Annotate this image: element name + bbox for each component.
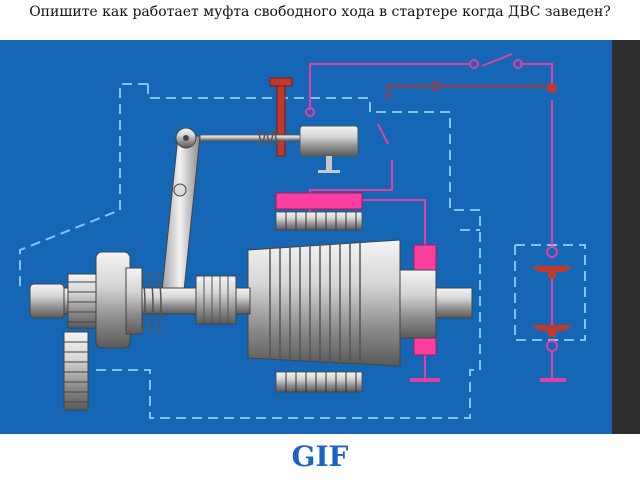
upper-ribs	[275, 211, 363, 231]
ground-bar-right	[540, 378, 566, 382]
lower-ribs	[275, 371, 363, 393]
switch-contact-right	[513, 59, 523, 69]
shift-lever	[159, 127, 201, 311]
switch-contact-top	[305, 107, 315, 117]
upper-rib-lines	[285, 212, 357, 230]
solenoid-ground-bar	[318, 170, 340, 173]
solenoid-plunger	[299, 125, 359, 157]
armature-body	[247, 239, 401, 367]
field-coil-top	[275, 192, 363, 210]
switch-contact-left	[469, 59, 479, 69]
pinion-gear	[67, 273, 97, 329]
armature-windings	[269, 241, 361, 365]
power-junction	[547, 83, 557, 93]
return-spring	[257, 129, 279, 147]
gif-caption: GIF	[291, 440, 349, 473]
commutator	[399, 269, 437, 339]
lower-rib-lines	[285, 372, 357, 392]
solenoid-ground-stub	[326, 156, 332, 172]
rear-shaft	[435, 287, 473, 319]
shaft-end-cap	[29, 283, 65, 319]
overrunning-clutch-body	[95, 251, 131, 349]
clutch-spring	[141, 271, 162, 335]
starter-diagram	[0, 40, 640, 434]
right-dark-strip	[612, 40, 640, 434]
battery-upper	[532, 246, 572, 278]
solenoid-lever-handle	[269, 77, 293, 157]
plunger-rod	[199, 134, 301, 142]
clutch-inner-ring	[125, 267, 143, 335]
power-terminal	[431, 81, 441, 91]
power-wires	[387, 85, 552, 100]
spline-sleeve	[195, 275, 237, 325]
housing-outline	[19, 83, 586, 419]
ground-bar-armature	[410, 378, 440, 382]
flywheel-ring-gear	[63, 331, 89, 411]
diagram-background	[0, 40, 612, 434]
question-text: Опишите как работает муфта свободного хо…	[29, 4, 611, 20]
battery-lower	[532, 325, 572, 352]
